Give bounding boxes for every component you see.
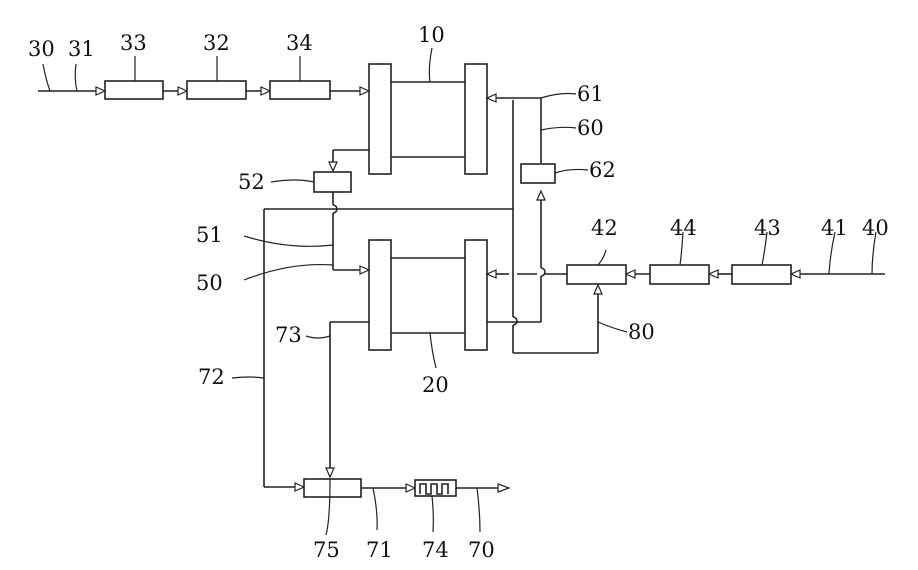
unit-74 <box>415 480 456 496</box>
line-73 <box>326 322 369 477</box>
label-33: 33 <box>120 31 147 55</box>
module-20-right-plate <box>465 240 487 350</box>
unit-33 <box>105 81 163 99</box>
label-31: 31 <box>68 37 95 61</box>
label-62: 62 <box>589 158 616 182</box>
unit-43 <box>732 265 791 284</box>
label-34: 34 <box>286 31 313 55</box>
line-52 <box>329 150 369 274</box>
label-73: 73 <box>275 323 302 347</box>
label-80: 80 <box>628 320 655 344</box>
label-51: 51 <box>196 223 223 247</box>
label-72: 72 <box>198 365 225 389</box>
module-20 <box>369 240 487 350</box>
label-70: 70 <box>468 538 495 562</box>
label-43: 43 <box>754 216 781 240</box>
label-41: 41 <box>821 216 848 240</box>
unit-32 <box>187 81 246 99</box>
module-10-right-plate <box>465 64 487 174</box>
module-20-left-plate <box>369 240 391 350</box>
line-60 <box>487 94 545 322</box>
label-60: 60 <box>577 116 604 140</box>
unit-34 <box>270 81 330 99</box>
label-32: 32 <box>203 31 230 55</box>
label-42: 42 <box>591 216 618 240</box>
unit-44 <box>650 265 709 284</box>
module-10-left-plate <box>369 64 391 174</box>
module-10 <box>369 64 487 174</box>
unit-42 <box>567 265 626 284</box>
leader-lines <box>43 48 876 535</box>
unit-75 <box>304 479 361 497</box>
label-75: 75 <box>313 538 340 562</box>
label-50: 50 <box>196 271 223 295</box>
label-30: 30 <box>28 37 55 61</box>
label-20: 20 <box>422 373 449 397</box>
reference-numerals: 30 31 33 32 34 10 61 60 62 52 51 50 42 4… <box>28 23 889 562</box>
label-40: 40 <box>862 216 889 240</box>
unit-52 <box>314 172 351 192</box>
label-52: 52 <box>238 170 265 194</box>
label-71: 71 <box>366 538 393 562</box>
label-74: 74 <box>422 538 449 562</box>
label-61: 61 <box>577 82 604 106</box>
label-10: 10 <box>418 23 445 47</box>
unit-62 <box>521 164 555 183</box>
label-44: 44 <box>670 216 697 240</box>
